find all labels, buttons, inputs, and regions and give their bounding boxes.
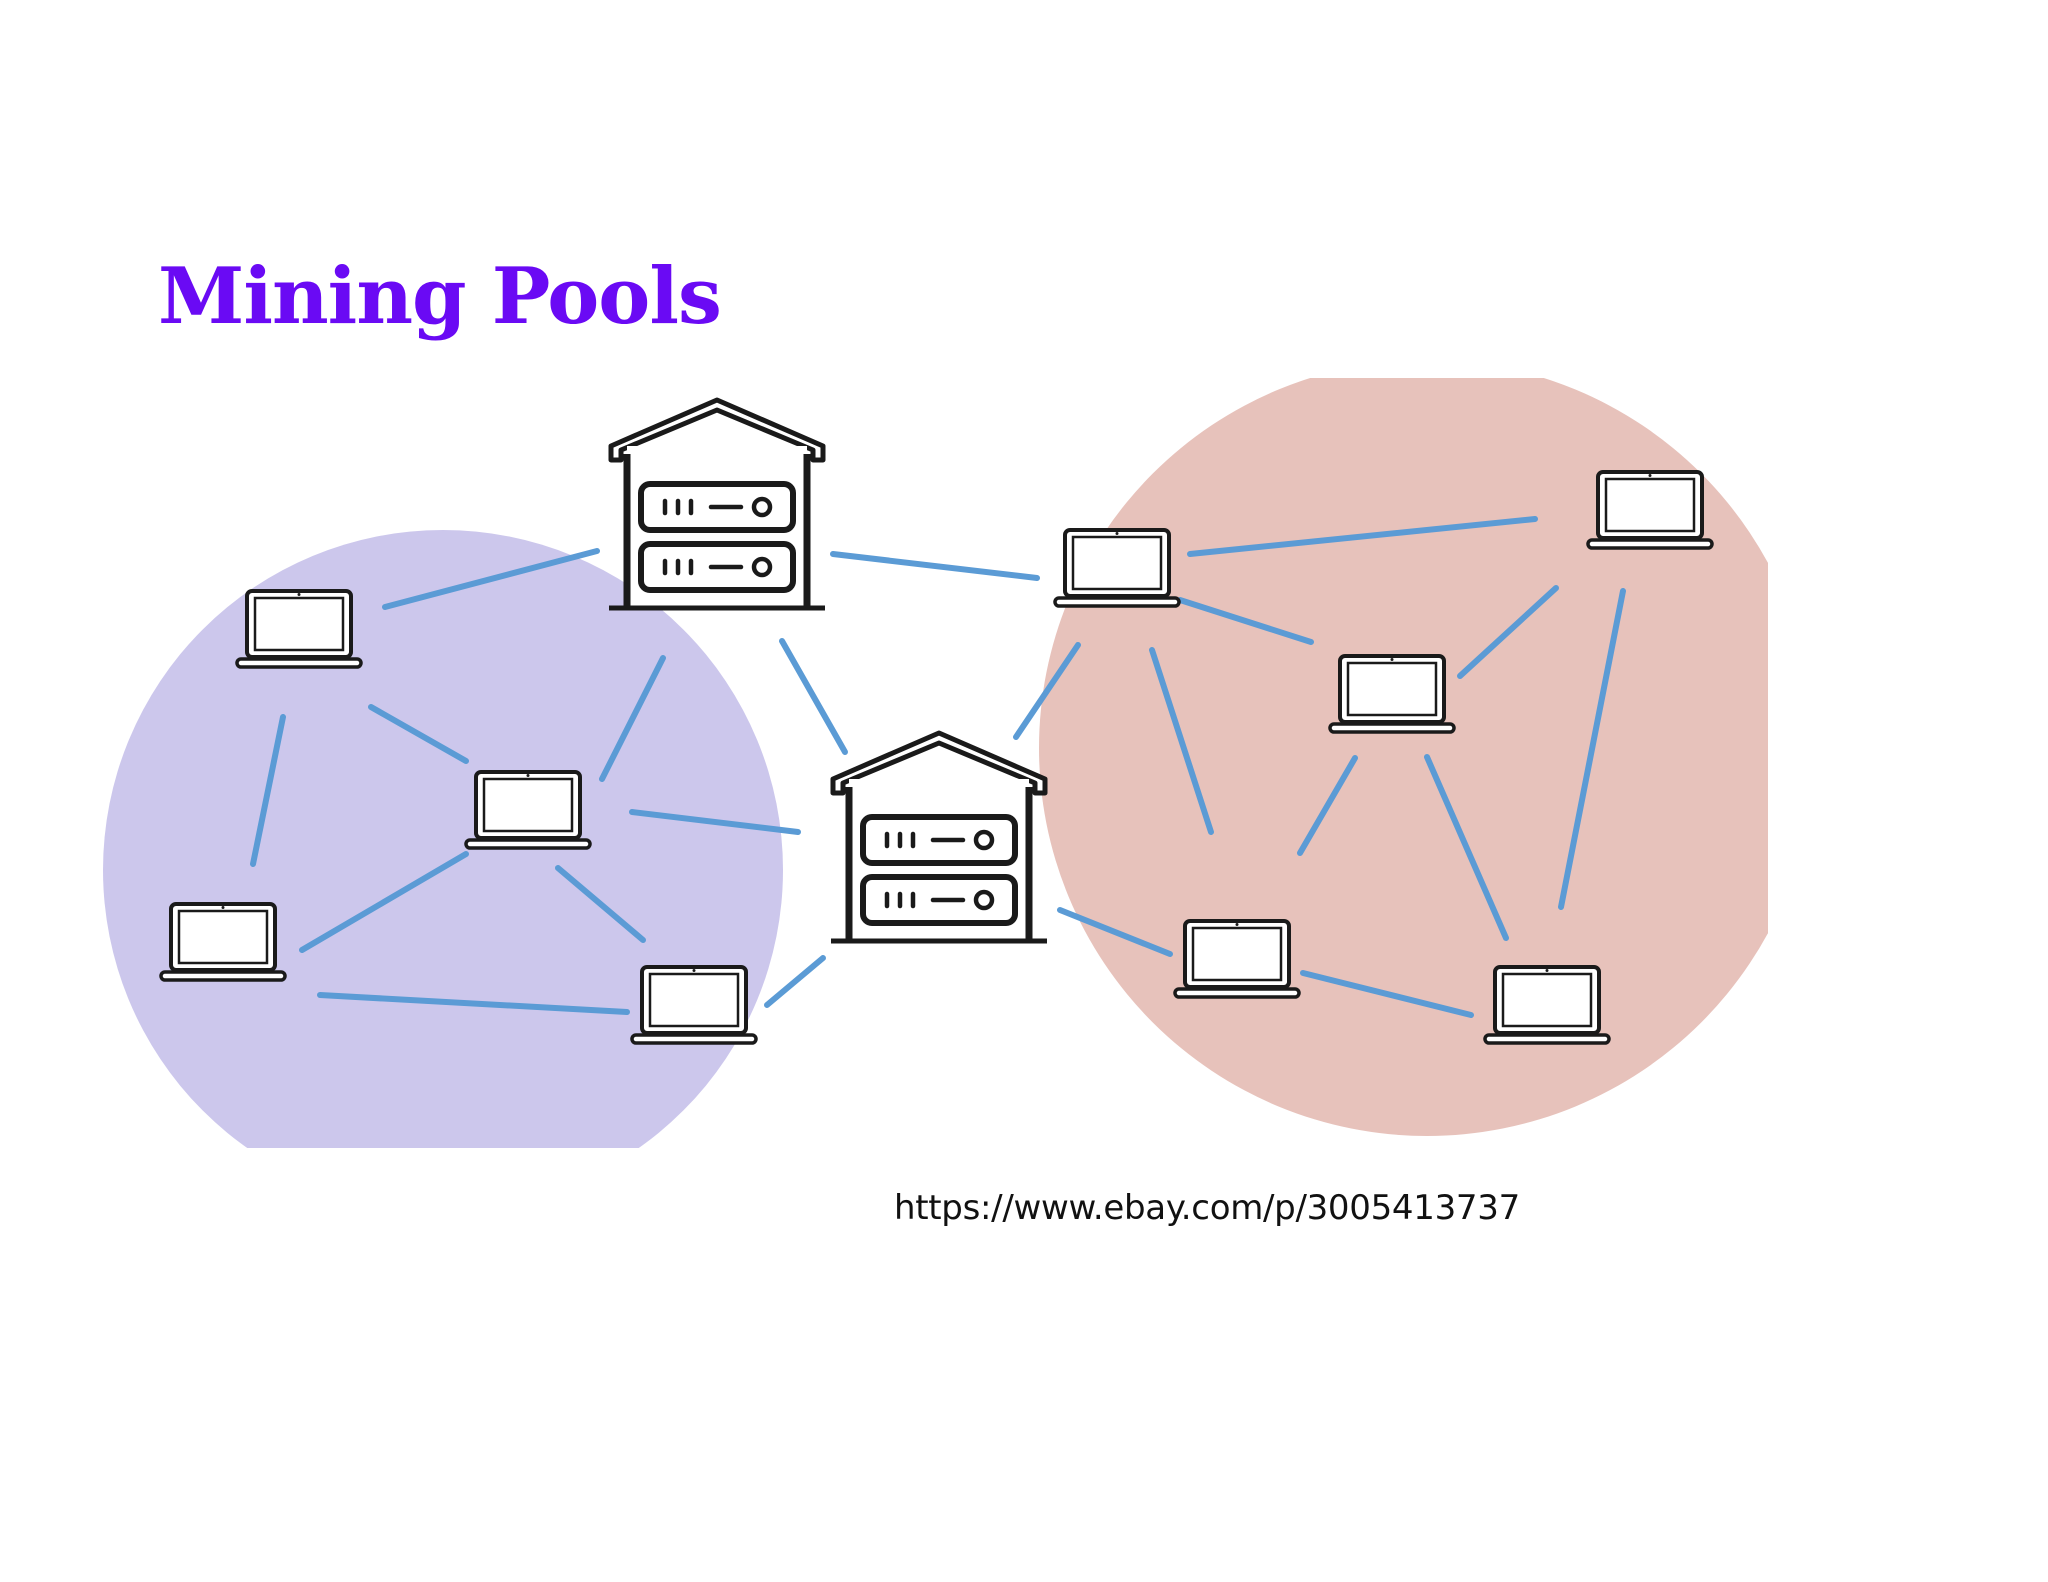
- laptop-icon-right-2: [1586, 470, 1714, 550]
- laptop-icon-right-5: [1483, 965, 1611, 1045]
- laptop-icon-right-3: [1328, 654, 1456, 734]
- laptop-icon-left-2: [464, 770, 592, 850]
- pool-left-circle: [103, 530, 783, 1148]
- laptop-icon-right-1: [1053, 528, 1181, 608]
- laptop-icon-right-4: [1173, 919, 1301, 999]
- laptop-icon-left-4: [630, 965, 758, 1045]
- laptop-icon-left-3: [159, 902, 287, 982]
- laptop-icon-left-1: [235, 589, 363, 669]
- network-links: [250, 516, 1626, 1018]
- source-url: https://www.ebay.com/p/3005413737: [894, 1188, 1520, 1228]
- slide-title: Mining Pools: [158, 251, 722, 342]
- server-house-icon-top: [609, 400, 825, 610]
- server-house-icon-bottom: [831, 733, 1047, 943]
